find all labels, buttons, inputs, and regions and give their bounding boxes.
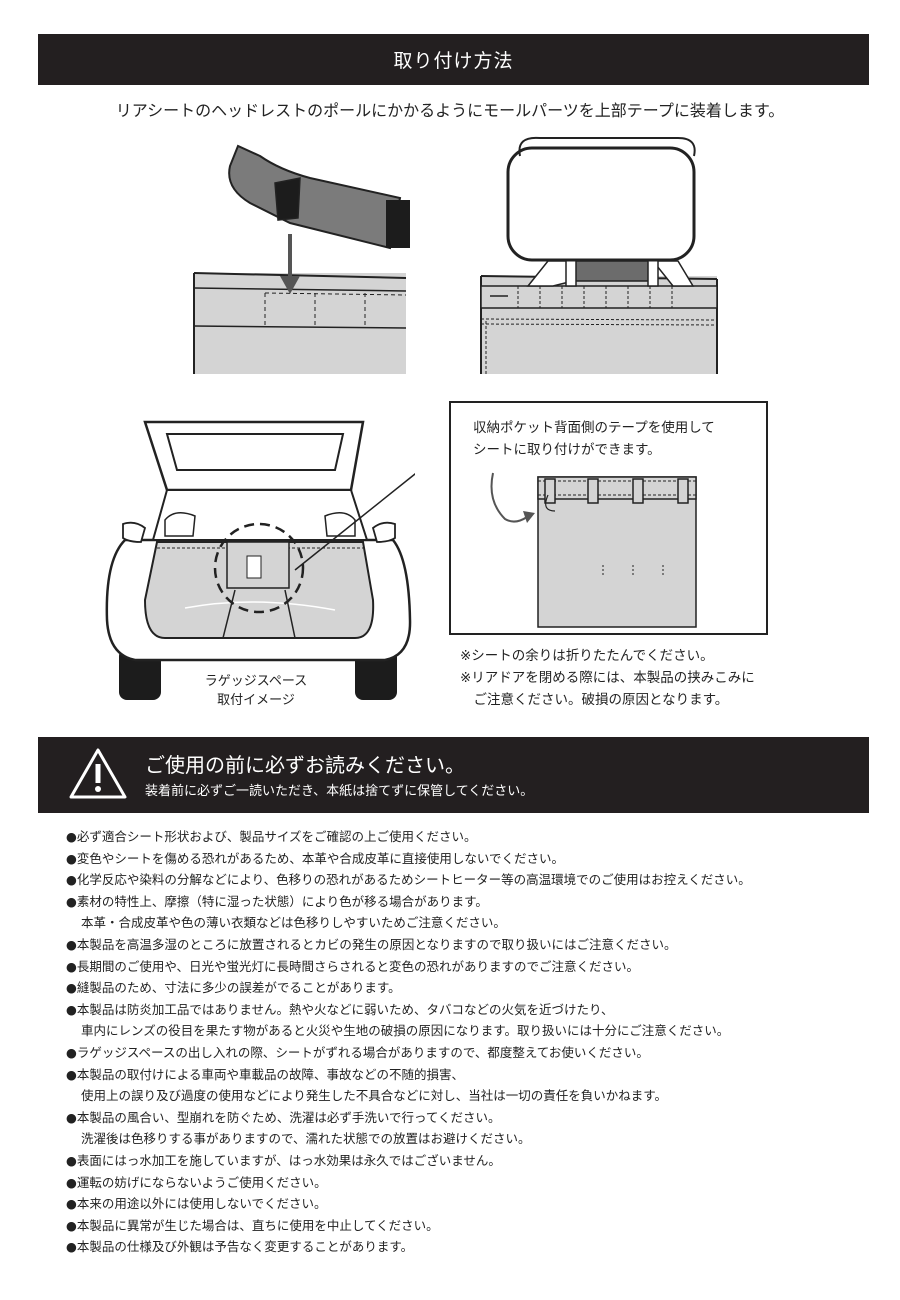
caution-item: 本革・合成皮革や色の薄い衣類などは色移りしやすいためご注意ください。 [81,915,506,931]
warning-band: ご使用の前に必ずお読みください。 装着前に必ずご一読いただき、本紙は捨てずに保管… [38,737,869,813]
caution-item: ●本製品の風合い、型崩れを防ぐため、洗濯は必ず手洗いで行ってください。 [66,1109,501,1125]
caution-item: ●縫製品のため、寸法に多少の誤差がでることがあります。 [66,980,401,996]
caution-item: ●本製品は防炎加工品ではありません。熱や火などに弱いため、タバコなどの火気を近づ… [66,1001,614,1017]
title-band: 取り付け方法 [38,34,869,85]
caution-item: ●化学反応や染料の分解などにより、色移りの恐れがあるためシートヒーター等の高温環… [66,872,751,888]
caution-item: ●本製品の取付けによる車両や車載品の故障、事故などの不随的損害、 [66,1066,465,1082]
car-caption: ラゲッジスペース 取付イメージ [204,674,308,708]
warning-title: ご使用の前に必ずお読みください。 [145,753,465,777]
caution-item: ●運転の妨げにならないようご使用ください。 [66,1174,327,1190]
note-line: ※リアドアを閉める際には、本製品の挟みこみに [460,670,755,686]
caution-item: 洗濯後は色移りする事がありますので、濡れた状態での放置はお避けください。 [81,1131,531,1147]
page-title: 取り付け方法 [393,50,514,72]
note-line: ※シートの余りは折りたたんでください。 [460,648,714,664]
note-line: ご注意ください。破損の原因となります。 [460,692,729,708]
callout-line: 収納ポケット背面側のテープを使用して [473,420,715,436]
callout-box: 収納ポケット背面側のテープを使用して シートに取り付けができます。 [449,401,768,635]
caution-item: ●本来の用途以外には使用しないでください。 [66,1196,327,1212]
strap-attach-figure [193,144,410,374]
callout-line: シートに取り付けができます。 [473,442,661,458]
highlight-circle [213,522,305,614]
warning-subtitle: 装着前に必ずご一読いただき、本紙は捨てずに保管してください。 [145,784,534,799]
headrest-attach-figure [480,136,718,374]
down-arrow-icon [280,276,300,294]
caution-item: ●本製品を高温多湿のところに放置されるとカビの発生の原因となりますので取り扱いに… [66,936,677,952]
caution-item: ●必ず適合シート形状および、製品サイズをご確認の上ご使用ください。 [66,829,477,844]
caution-item: ●本製品の仕様及び外観は予告なく変更することがあります。 [66,1239,414,1255]
notes: ※シートの余りは折りたたんでください。 ※リアドアを閉める際には、本製品の挟みこ… [460,645,755,711]
intro-text: リアシートのヘッドレストのポールにかかるようにモールパーツを上部テープに装着しま… [115,101,785,120]
caution-item: ●素材の特性上、摩擦（特に湿った状態）により色が移る場合があります。 [66,893,488,909]
car-rear-figure [105,420,415,700]
headrest-shape [506,146,696,262]
caution-item: ●ラゲッジスペースの出し入れの際、シートがずれる場合がありますので、都度整えてお… [66,1044,649,1060]
caution-item: ●長期間のご使用や、日光や蛍光灯に長時間さらされると変色の恐れがありますのでご注… [66,958,640,974]
caution-item: ●表面にはっ水加工を施していますが、はっ水効果は永久ではございません。 [66,1152,501,1168]
caution-item: 使用上の誤り及び過度の使用などにより発生した不具合などに対し、当社は一切の責任を… [81,1088,668,1104]
caution-item: ●本製品に異常が生じた場合は、直ちに使用を中止してください。 [66,1217,439,1233]
caution-list: ●必ず適合シート形状および、製品サイズをご確認の上ご使用ください。 ●変色やシート… [66,826,866,1258]
curve-arrow-icon [523,511,535,523]
caution-item: 車内にレンズの役目を果たす物があると火災や生地の破損の原因になります。取り扱いに… [81,1023,730,1039]
warning-triangle-icon [69,748,127,799]
caution-item: ●変色やシートを傷める恐れがあるため、本革や合成皮革に直接使用しないでください。 [66,850,565,866]
